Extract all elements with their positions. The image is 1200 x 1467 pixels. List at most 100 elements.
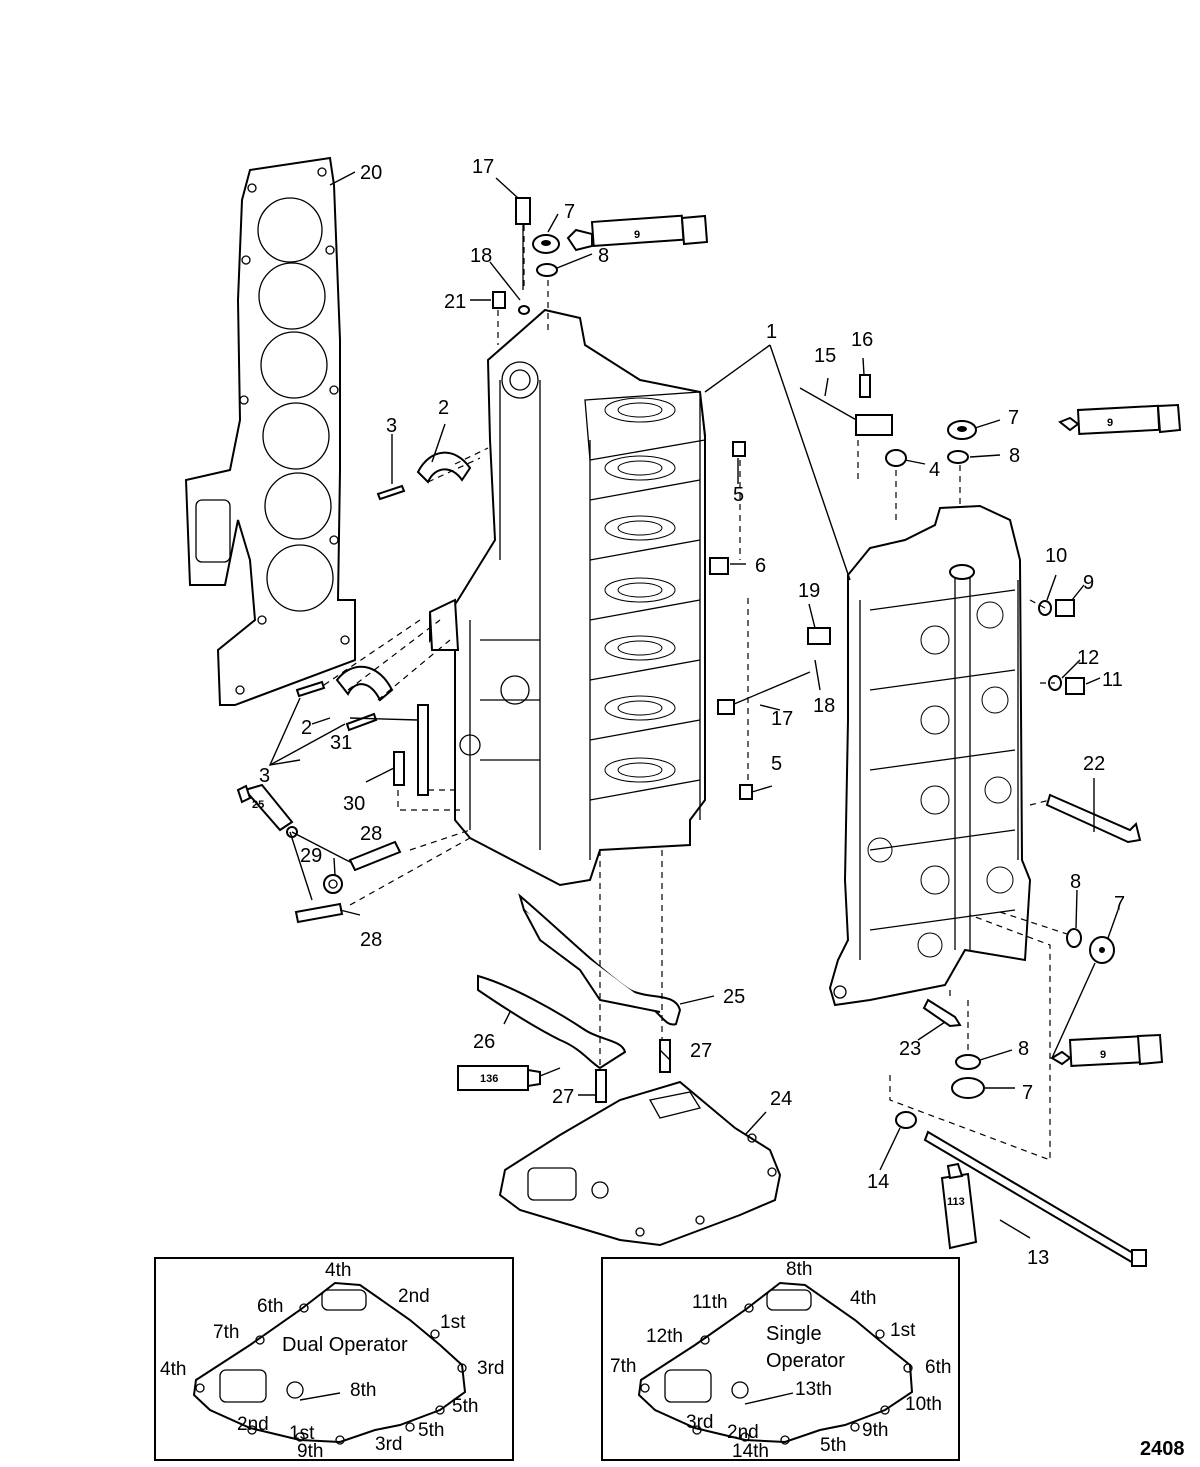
callout-2-lower: 2 <box>301 717 312 739</box>
callout-19: 19 <box>798 580 820 602</box>
callout-29: 29 <box>300 845 322 867</box>
callout-5-upper: 5 <box>733 484 744 506</box>
callout-23: 23 <box>899 1038 921 1060</box>
inset-single-title-line2: Operator <box>766 1350 845 1372</box>
callout-25: 25 <box>723 986 745 1008</box>
inset-dual-title: Dual Operator <box>282 1334 408 1356</box>
callout-20: 20 <box>360 162 382 184</box>
callout-13: 13 <box>1027 1247 1049 1269</box>
single-label-7th: 7th <box>610 1356 636 1377</box>
callout-4: 4 <box>929 459 940 481</box>
callout-17-top: 17 <box>472 156 494 178</box>
sealant-tube-136-label: 136 <box>480 1073 498 1085</box>
sealant-tube-9a: 9 <box>566 214 709 252</box>
callout-7-lower-right: 7 <box>1114 893 1125 915</box>
sealant-tube-9c-label: 9 <box>1100 1049 1106 1061</box>
sealant-tube-9c: 9 <box>1050 1033 1164 1068</box>
callout-11: 11 <box>1102 669 1123 691</box>
callout-7-right: 7 <box>1008 407 1019 429</box>
callout-3-lower: 3 <box>259 765 270 787</box>
dual-label-8th: 8th <box>350 1380 376 1401</box>
dual-label-1st-bottom: 1st <box>289 1423 315 1444</box>
sealant-tube-113-label: 113 <box>947 1196 965 1208</box>
sealant-tube-25-label: 25 <box>252 799 264 811</box>
dual-label-4th-left: 4th <box>160 1359 186 1380</box>
callout-28-lower: 28 <box>360 929 382 951</box>
chain-guides <box>477 893 682 1070</box>
callout-18-top: 18 <box>470 245 492 267</box>
callout-8-right: 8 <box>1009 445 1020 467</box>
callout-2-upper: 2 <box>438 397 449 419</box>
callout-3-upper: 3 <box>386 415 397 437</box>
callout-5-lower: 5 <box>771 753 782 775</box>
single-label-8th: 8th <box>786 1259 812 1280</box>
sealant-tube-9b-label: 9 <box>1107 417 1113 429</box>
dual-label-4th-top: 4th <box>325 1260 351 1281</box>
small-parts <box>294 197 1147 1267</box>
callout-6: 6 <box>755 555 766 577</box>
single-label-6th: 6th <box>925 1357 951 1378</box>
callout-8-bottom: 8 <box>1018 1038 1029 1060</box>
callout-8-top: 8 <box>598 245 609 267</box>
callout-30: 30 <box>343 793 365 815</box>
dual-label-9th: 9th <box>297 1441 323 1462</box>
single-label-12th: 12th <box>646 1326 683 1347</box>
callout-12: 12 <box>1077 647 1099 669</box>
sealant-tube-9a-label: 9 <box>634 229 640 241</box>
cylinder-head-right <box>828 504 1032 1007</box>
cylinder-head-left <box>428 308 706 887</box>
callout-7-top: 7 <box>564 201 575 223</box>
inset-single-title-line1: Single <box>766 1323 822 1345</box>
callout-22: 22 <box>1083 753 1105 775</box>
sealant-tube-136: 136 <box>457 1065 541 1091</box>
callout-27-right: 27 <box>690 1040 712 1062</box>
inset-dual-operator: Dual Operator 4th 2nd 6th 1st 7th 3rd 4t… <box>154 1257 514 1462</box>
callout-28-upper: 28 <box>360 823 382 845</box>
callout-31: 31 <box>330 732 352 754</box>
callout-1: 1 <box>766 321 777 343</box>
callout-14: 14 <box>867 1171 889 1193</box>
inset-single-operator: Single Operator 8th 11th 4th 1st 12th 7t… <box>601 1257 960 1462</box>
leader-lines <box>268 171 1119 1239</box>
dual-label-3rd-right: 3rd <box>477 1358 504 1379</box>
dual-label-3rd-bottom: 3rd <box>375 1434 402 1455</box>
sealant-tubes: 9 9 9 25 136 113 <box>236 214 1182 1250</box>
single-label-14th: 14th <box>732 1441 769 1462</box>
head-gasket <box>184 156 356 706</box>
dual-label-1st-right: 1st <box>440 1312 466 1333</box>
sealant-tube-113: 113 <box>940 1162 978 1250</box>
callout-18-lower: 18 <box>813 695 835 717</box>
callout-7-bottom: 7 <box>1022 1082 1033 1104</box>
dual-label-2nd-top: 2nd <box>398 1286 430 1307</box>
dual-label-5th-bottom: 5th <box>418 1420 444 1441</box>
single-label-1st: 1st <box>890 1320 916 1341</box>
sealant-tube-25: 25 <box>236 783 298 838</box>
single-label-3rd: 3rd <box>686 1412 713 1433</box>
callout-24: 24 <box>770 1088 792 1110</box>
callout-26: 26 <box>473 1031 495 1053</box>
callout-10: 10 <box>1045 545 1067 567</box>
dual-label-7th: 7th <box>213 1322 239 1343</box>
figure-number: 2408 <box>1140 1438 1185 1460</box>
single-label-5th: 5th <box>820 1435 846 1456</box>
callout-17-lower: 17 <box>771 708 793 730</box>
single-label-2nd: 2nd <box>727 1422 759 1443</box>
dual-label-5th-right: 5th <box>452 1396 478 1417</box>
sealant-tube-9b: 9 <box>1058 403 1182 436</box>
dual-label-2nd-bottom: 2nd <box>237 1414 269 1435</box>
single-label-13th: 13th <box>795 1379 832 1400</box>
callout-16: 16 <box>851 329 873 351</box>
callout-9: 9 <box>1083 572 1094 594</box>
callout-15: 15 <box>814 345 836 367</box>
single-label-10th: 10th <box>905 1394 942 1415</box>
lower-gasket <box>498 1080 782 1247</box>
single-label-4th: 4th <box>850 1288 876 1309</box>
single-label-9th: 9th <box>862 1420 888 1441</box>
dual-label-6th: 6th <box>257 1296 283 1317</box>
callout-21: 21 <box>444 291 466 313</box>
callout-8-lower-right: 8 <box>1070 871 1081 893</box>
callout-numbers: 17 7 8 18 21 20 1 2 3 5 6 15 16 7 8 4 10… <box>259 156 1125 1269</box>
single-label-11th: 11th <box>692 1292 728 1313</box>
callout-27-left: 27 <box>552 1086 574 1108</box>
